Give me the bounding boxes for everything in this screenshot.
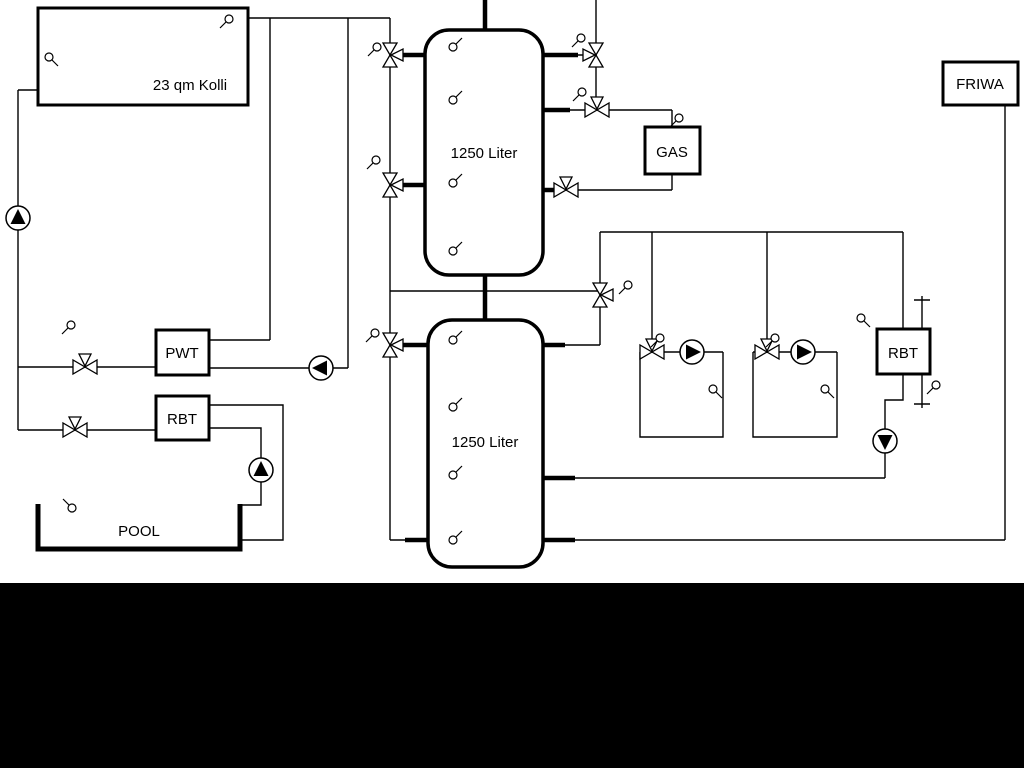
heating-circuit-1-pump-icon bbox=[679, 339, 705, 365]
sensor-icon-valve-c2 bbox=[366, 155, 381, 170]
rbt-right-label: RBT bbox=[888, 345, 918, 362]
three-way-valve-icon-gas-return bbox=[553, 176, 579, 199]
gas-label: GAS bbox=[656, 144, 688, 161]
pool-pump-icon bbox=[248, 457, 274, 483]
pipes-friwa bbox=[575, 105, 1006, 541]
rbt-left: RBT bbox=[154, 394, 211, 442]
solar-collector: 23 qm Kolli bbox=[36, 6, 250, 107]
sensor-icon-tank2-2 bbox=[448, 397, 463, 412]
pwt-pump-icon bbox=[308, 355, 334, 381]
sensor-icon-tank2-1 bbox=[448, 330, 463, 345]
three-way-valve-icon-circuit2 bbox=[754, 338, 780, 361]
heating-circuit-2-pump-icon bbox=[790, 339, 816, 365]
buffer-tank-bottom: 1250 Liter bbox=[426, 318, 545, 569]
sensor-icon-tank1-3 bbox=[448, 173, 463, 188]
sensor-icon-valve-c3 bbox=[365, 328, 380, 343]
pipes-thick-stubs bbox=[403, 0, 578, 543]
pool-label: POOL bbox=[118, 523, 160, 540]
three-way-valve-icon-tank1-top bbox=[381, 42, 404, 68]
sensor-icon-tank1-4 bbox=[448, 241, 463, 256]
solar-collector-label: 23 qm Kolli bbox=[153, 77, 227, 94]
temperature-sensors bbox=[44, 14, 941, 545]
sensor-icon-collector-return bbox=[44, 52, 59, 67]
sensor-icon-circuit2-return bbox=[820, 384, 835, 399]
buffer-tank-top: 1250 Liter bbox=[423, 28, 545, 277]
sensor-icon-tank1-1 bbox=[448, 37, 463, 52]
sensor-icon-pwt-supply bbox=[61, 320, 76, 335]
sensor-icon-heating-header bbox=[618, 280, 633, 295]
letterbox-bar bbox=[0, 583, 1024, 768]
rbt-right: RBT bbox=[875, 327, 932, 376]
sensor-icon-valve-c1 bbox=[367, 42, 382, 57]
pwt-label: PWT bbox=[165, 345, 198, 362]
pipe-network-thick bbox=[403, 0, 578, 543]
buffer-tank-bottom-body bbox=[426, 318, 545, 569]
sensor-icon-gas-valve bbox=[572, 87, 587, 102]
three-way-valve-icon-pwt bbox=[72, 353, 98, 376]
pool: POOL bbox=[35, 504, 243, 552]
sensor-icon-separator bbox=[926, 380, 941, 395]
buffer-tank-top-body bbox=[423, 28, 545, 277]
pwt-heat-exchanger: PWT bbox=[154, 328, 211, 377]
friwa-station: FRIWA bbox=[941, 60, 1020, 107]
sensor-icon-tank2-3 bbox=[448, 465, 463, 480]
sensor-icon-rbt-right-top bbox=[856, 313, 871, 328]
three-way-valve-icon-gas-supply bbox=[584, 96, 610, 119]
valves bbox=[62, 42, 780, 439]
pwt-box bbox=[154, 328, 211, 377]
rbt-right-pump-icon bbox=[872, 428, 898, 454]
three-way-valve-icon-heating-header bbox=[591, 282, 614, 308]
sensor-icon-tank1-2 bbox=[448, 90, 463, 105]
sensor-icon-collector-flow bbox=[219, 14, 234, 29]
sensor-icon-circuit2-valve bbox=[765, 333, 780, 348]
rbt-left-box bbox=[154, 394, 211, 442]
three-way-valve-icon-tank2-top bbox=[381, 332, 404, 358]
buffer-tank-top-label: 1250 Liter bbox=[451, 145, 518, 162]
solar-pump-icon bbox=[5, 205, 31, 231]
buffer-tank-bottom-label: 1250 Liter bbox=[452, 434, 519, 451]
friwa-label: FRIWA bbox=[956, 76, 1004, 93]
rbt-right-box bbox=[875, 327, 932, 376]
three-way-valve-icon-rbt-left bbox=[62, 416, 88, 439]
sensor-icon-circuit1-return bbox=[708, 384, 723, 399]
gas-boiler: GAS bbox=[643, 125, 702, 176]
three-way-valve-icon-dhw-top bbox=[582, 42, 605, 68]
gas-box bbox=[643, 125, 702, 176]
solar-collector-box bbox=[36, 6, 250, 107]
sensor-icon-gas-supply bbox=[669, 113, 684, 128]
three-way-valve-icon-tank1-mid bbox=[381, 172, 404, 198]
sensor-icon-circuit1-valve bbox=[650, 333, 665, 348]
pumps bbox=[5, 205, 898, 483]
sensor-icon-pool bbox=[62, 498, 77, 513]
three-way-valve-icon-circuit1 bbox=[639, 338, 665, 361]
rbt-left-label: RBT bbox=[167, 411, 197, 428]
pool-basin bbox=[35, 504, 243, 552]
sensor-icon-dhw-top bbox=[571, 33, 586, 48]
friwa-box bbox=[941, 60, 1020, 107]
sensor-icon-tank2-4 bbox=[448, 530, 463, 545]
